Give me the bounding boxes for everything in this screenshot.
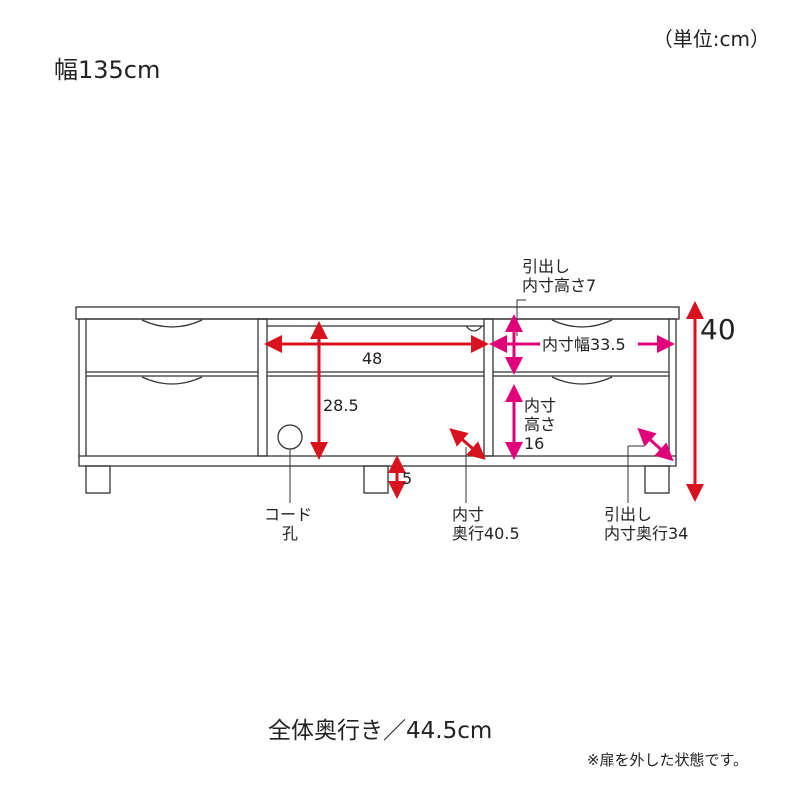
right-inner-height-label-line2: 高さ: [524, 415, 557, 434]
total-height-label: 40: [700, 313, 736, 346]
cord-hole: [277, 424, 303, 450]
right-inner-height-label-line1: 内寸: [524, 396, 557, 415]
right-inner-height-label-line3: 16: [524, 434, 545, 453]
inner-depth-label-line2: 奥行40.5: [452, 524, 520, 543]
center-height-label: 28.5: [323, 396, 359, 415]
cord-hole-label-line1: コード: [264, 505, 313, 524]
drawer-inner-height-label-line2: 内寸高さ7: [522, 276, 597, 295]
total-depth-label: 全体奥行き／44.5cm: [268, 718, 493, 744]
red-dimension-arrows: [264, 301, 704, 502]
note-text: ※扉を外した状態です。: [586, 751, 748, 769]
inner-depth-label-line1: 内寸: [452, 505, 485, 524]
drawer-depth-arrow: [637, 427, 674, 462]
width-label: 幅135cm: [54, 56, 161, 84]
inner-depth-arrow: [449, 428, 486, 460]
drawer-inner-depth-label-line1: 引出し: [604, 505, 653, 524]
unit-label: （単位:cm）: [652, 27, 770, 51]
drawer-inner-depth-label-line2: 内寸奥行34: [604, 524, 689, 543]
cord-hole-label-line2: 孔: [282, 524, 299, 543]
center-width-label: 48: [362, 349, 383, 368]
drawer-inner-height-label-line1: 引出し: [522, 257, 571, 276]
inner-width-label: 内寸幅33.5: [542, 335, 626, 354]
leg-height-label: 5: [402, 469, 413, 488]
